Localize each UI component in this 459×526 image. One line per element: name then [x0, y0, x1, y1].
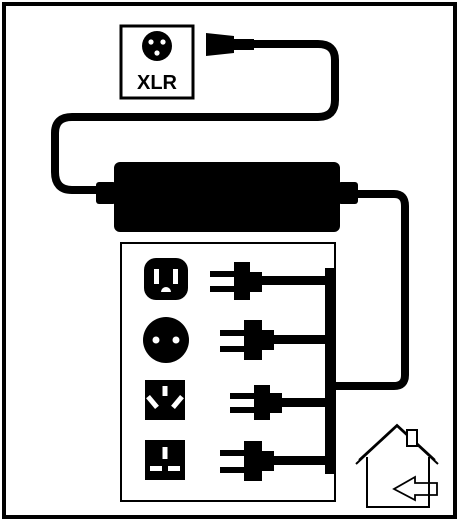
plug-row-europe — [143, 317, 325, 363]
xlr-label: XLR — [137, 72, 178, 94]
plug-bus — [325, 268, 334, 474]
schuko-plug-icon — [220, 320, 325, 360]
house-indoor-use-icon — [355, 423, 439, 508]
australian-socket-icon — [145, 380, 185, 420]
nema-socket-icon — [144, 258, 188, 300]
schuko-socket-icon — [143, 317, 189, 363]
plug-row-united-kingdom — [145, 440, 325, 481]
xlr-output-connector: XLR — [119, 24, 195, 100]
plug-row-australia — [145, 380, 325, 420]
plug-row-north-america — [144, 258, 325, 300]
output-cable — [51, 40, 339, 194]
power-adapter-brick — [96, 162, 358, 232]
uk-plug-icon — [220, 441, 325, 481]
nema-plug-icon — [210, 262, 325, 300]
xlr-plug — [206, 33, 254, 56]
input-cable — [330, 190, 409, 390]
australian-plug-icon — [230, 385, 325, 420]
uk-socket-icon — [145, 440, 185, 480]
xlr-connector-icon — [142, 31, 172, 61]
